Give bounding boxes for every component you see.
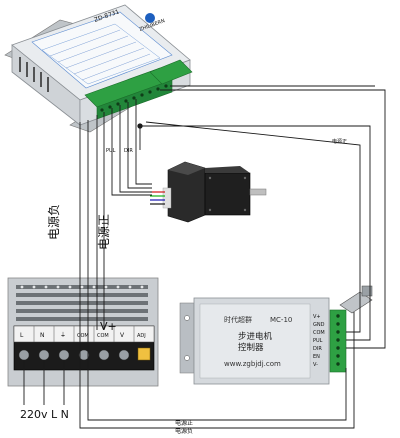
controller-pin-en: EN: [313, 354, 320, 360]
ps-terminal-adj: ADJ: [137, 333, 146, 339]
ps-terminal-v: V: [120, 332, 125, 339]
stepper-driver: ZHILIBERN ZD-8731: [4, 4, 193, 133]
controller-model: MC-10: [270, 316, 292, 324]
label-bottom-neg: 电源负: [175, 427, 193, 435]
controller-pin-pul: PUL: [313, 338, 323, 344]
wiring: [23, 85, 386, 429]
controller-brand: 时代超群: [224, 315, 252, 324]
controller-name-line1: 步进电机: [238, 331, 273, 342]
ps-terminal-com1: COM: [77, 333, 89, 339]
ps-terminal-com2: COM: [97, 333, 109, 339]
controller-mc10: 时代超群 MC-10 步进电机 控制器 www.zgbjdj.com V+ GN…: [179, 285, 373, 385]
ps-plus-label: V+: [100, 320, 117, 333]
label-bottom-pos: 电源正: [175, 419, 193, 427]
label-vertical-pos: 电源正: [97, 214, 111, 250]
controller-pin-dir: DIR: [313, 346, 322, 352]
controller-name-line2: 控制器: [238, 342, 264, 353]
power-supply: L N ⏚ COM COM V ADJ V+: [7, 277, 159, 387]
stepper-motor: [150, 161, 267, 223]
controller-pin-com: COM: [313, 330, 325, 336]
ps-terminal-l: L: [20, 332, 24, 339]
label-ac-in: 220v L N: [20, 408, 69, 421]
label-pul: PUL: [106, 148, 116, 154]
label-vertical-neg: 电源负: [47, 204, 61, 240]
ps-terminal-n: N: [40, 332, 45, 339]
controller-pin-vplus: V+: [313, 314, 321, 320]
controller-pin-vminus: V-: [313, 362, 318, 368]
label-dir: DIR: [124, 148, 133, 154]
controller-url: www.zgbjdj.com: [224, 360, 281, 368]
ps-terminal-ground: ⏚: [60, 332, 66, 339]
label-top-right: 电源正: [332, 138, 347, 145]
controller-pin-gnd: GND: [313, 322, 325, 328]
